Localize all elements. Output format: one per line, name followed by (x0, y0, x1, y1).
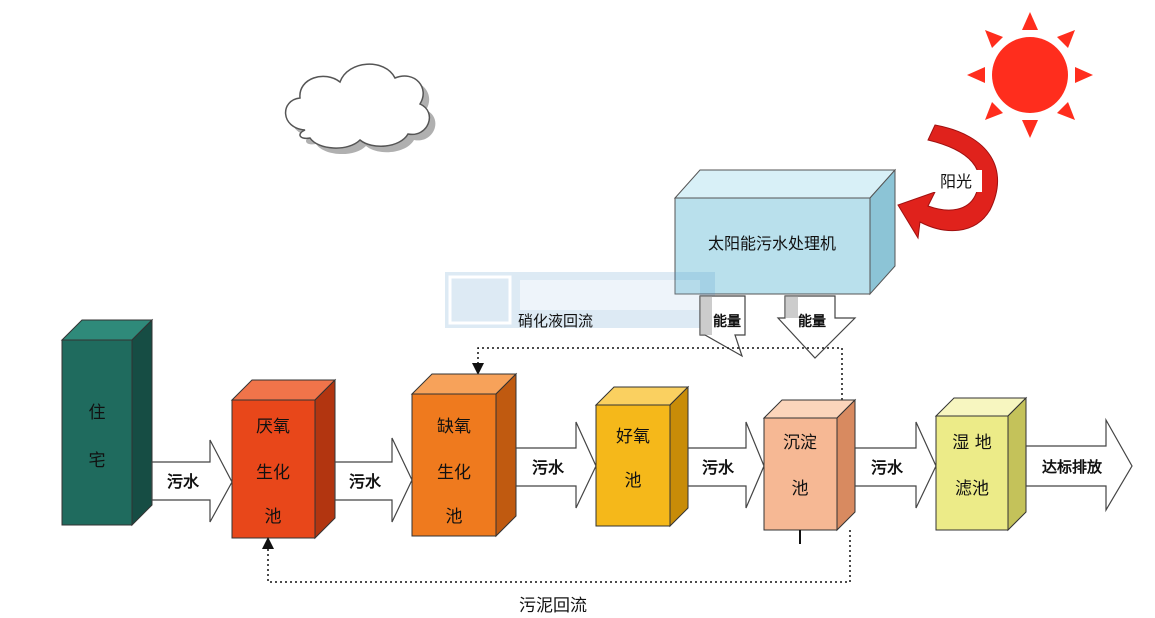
aerobic-label-1: 好氧 (616, 427, 650, 447)
energy-arrow-1: 能量 (699, 295, 746, 358)
sewage-label-2: 污水 (349, 472, 382, 491)
anaerobic-label-1: 厌氧 (256, 417, 290, 437)
discharge-arrow: 达标排放 (1025, 417, 1133, 513)
solar-machine: 太阳能污水处理机 (673, 168, 897, 296)
anaerobic-label-2: 生化 (256, 463, 290, 483)
energy-label-1: 能量 (713, 313, 741, 330)
anoxic-label-1: 缺氧 (437, 417, 471, 437)
sewage-arrow-5: 污水 (854, 421, 937, 509)
sewage-label-3: 污水 (532, 458, 565, 477)
wetland-label-1: 湿 地 (952, 433, 991, 453)
sewage-arrow-4: 污水 (687, 421, 765, 509)
anoxic-label-3: 池 (446, 507, 463, 527)
sewage-label-4: 污水 (702, 458, 735, 477)
cloud-icon (284, 63, 436, 155)
sunlight-label: 阳光 (940, 172, 972, 191)
sludge-reflux-line: 污泥回流 (262, 530, 851, 616)
sewage-label-5: 污水 (871, 458, 904, 477)
anoxic-label-2: 生化 (437, 463, 471, 483)
sedimentation-label-1: 沉淀 (783, 433, 817, 453)
anaerobic-label-3: 池 (265, 507, 282, 527)
sedimentation-label-2: 池 (792, 479, 809, 499)
nitrate-reflux-line: 硝化液回流 (472, 312, 843, 400)
sedimentation-tank: 沉淀 池 (762, 398, 857, 544)
wetland-filter: 湿 地 滤池 (934, 396, 1028, 532)
sewage-arrow-2: 污水 (334, 437, 413, 523)
discharge-label: 达标排放 (1042, 458, 1103, 476)
wetland-label-2: 滤池 (955, 479, 989, 499)
sewage-arrow-3: 污水 (515, 421, 597, 509)
sun-icon (967, 12, 1093, 138)
solar-machine-label: 太阳能污水处理机 (708, 234, 836, 253)
energy-arrow-2: 能量 (776, 295, 857, 359)
energy-label-2: 能量 (798, 313, 826, 330)
nitrate-reflux-label: 硝化液回流 (518, 312, 593, 330)
sewage-label-1: 污水 (167, 472, 200, 491)
watermark-logo (445, 272, 715, 328)
residence-label-2: 宅 (89, 451, 106, 471)
sludge-reflux-label: 污泥回流 (519, 596, 587, 616)
aerobic-label-2: 池 (625, 471, 642, 491)
sunlight-arrow: 阳光 (897, 124, 999, 240)
anaerobic-tank: 厌氧 生化 池 (230, 378, 337, 540)
residence-label-1: 住 (89, 403, 106, 423)
sewage-arrow-1: 污水 (151, 439, 233, 523)
residence-box: 住 宅 (60, 318, 154, 527)
anoxic-tank: 缺氧 生化 池 (410, 372, 518, 538)
aerobic-tank: 好氧 池 (594, 385, 690, 528)
